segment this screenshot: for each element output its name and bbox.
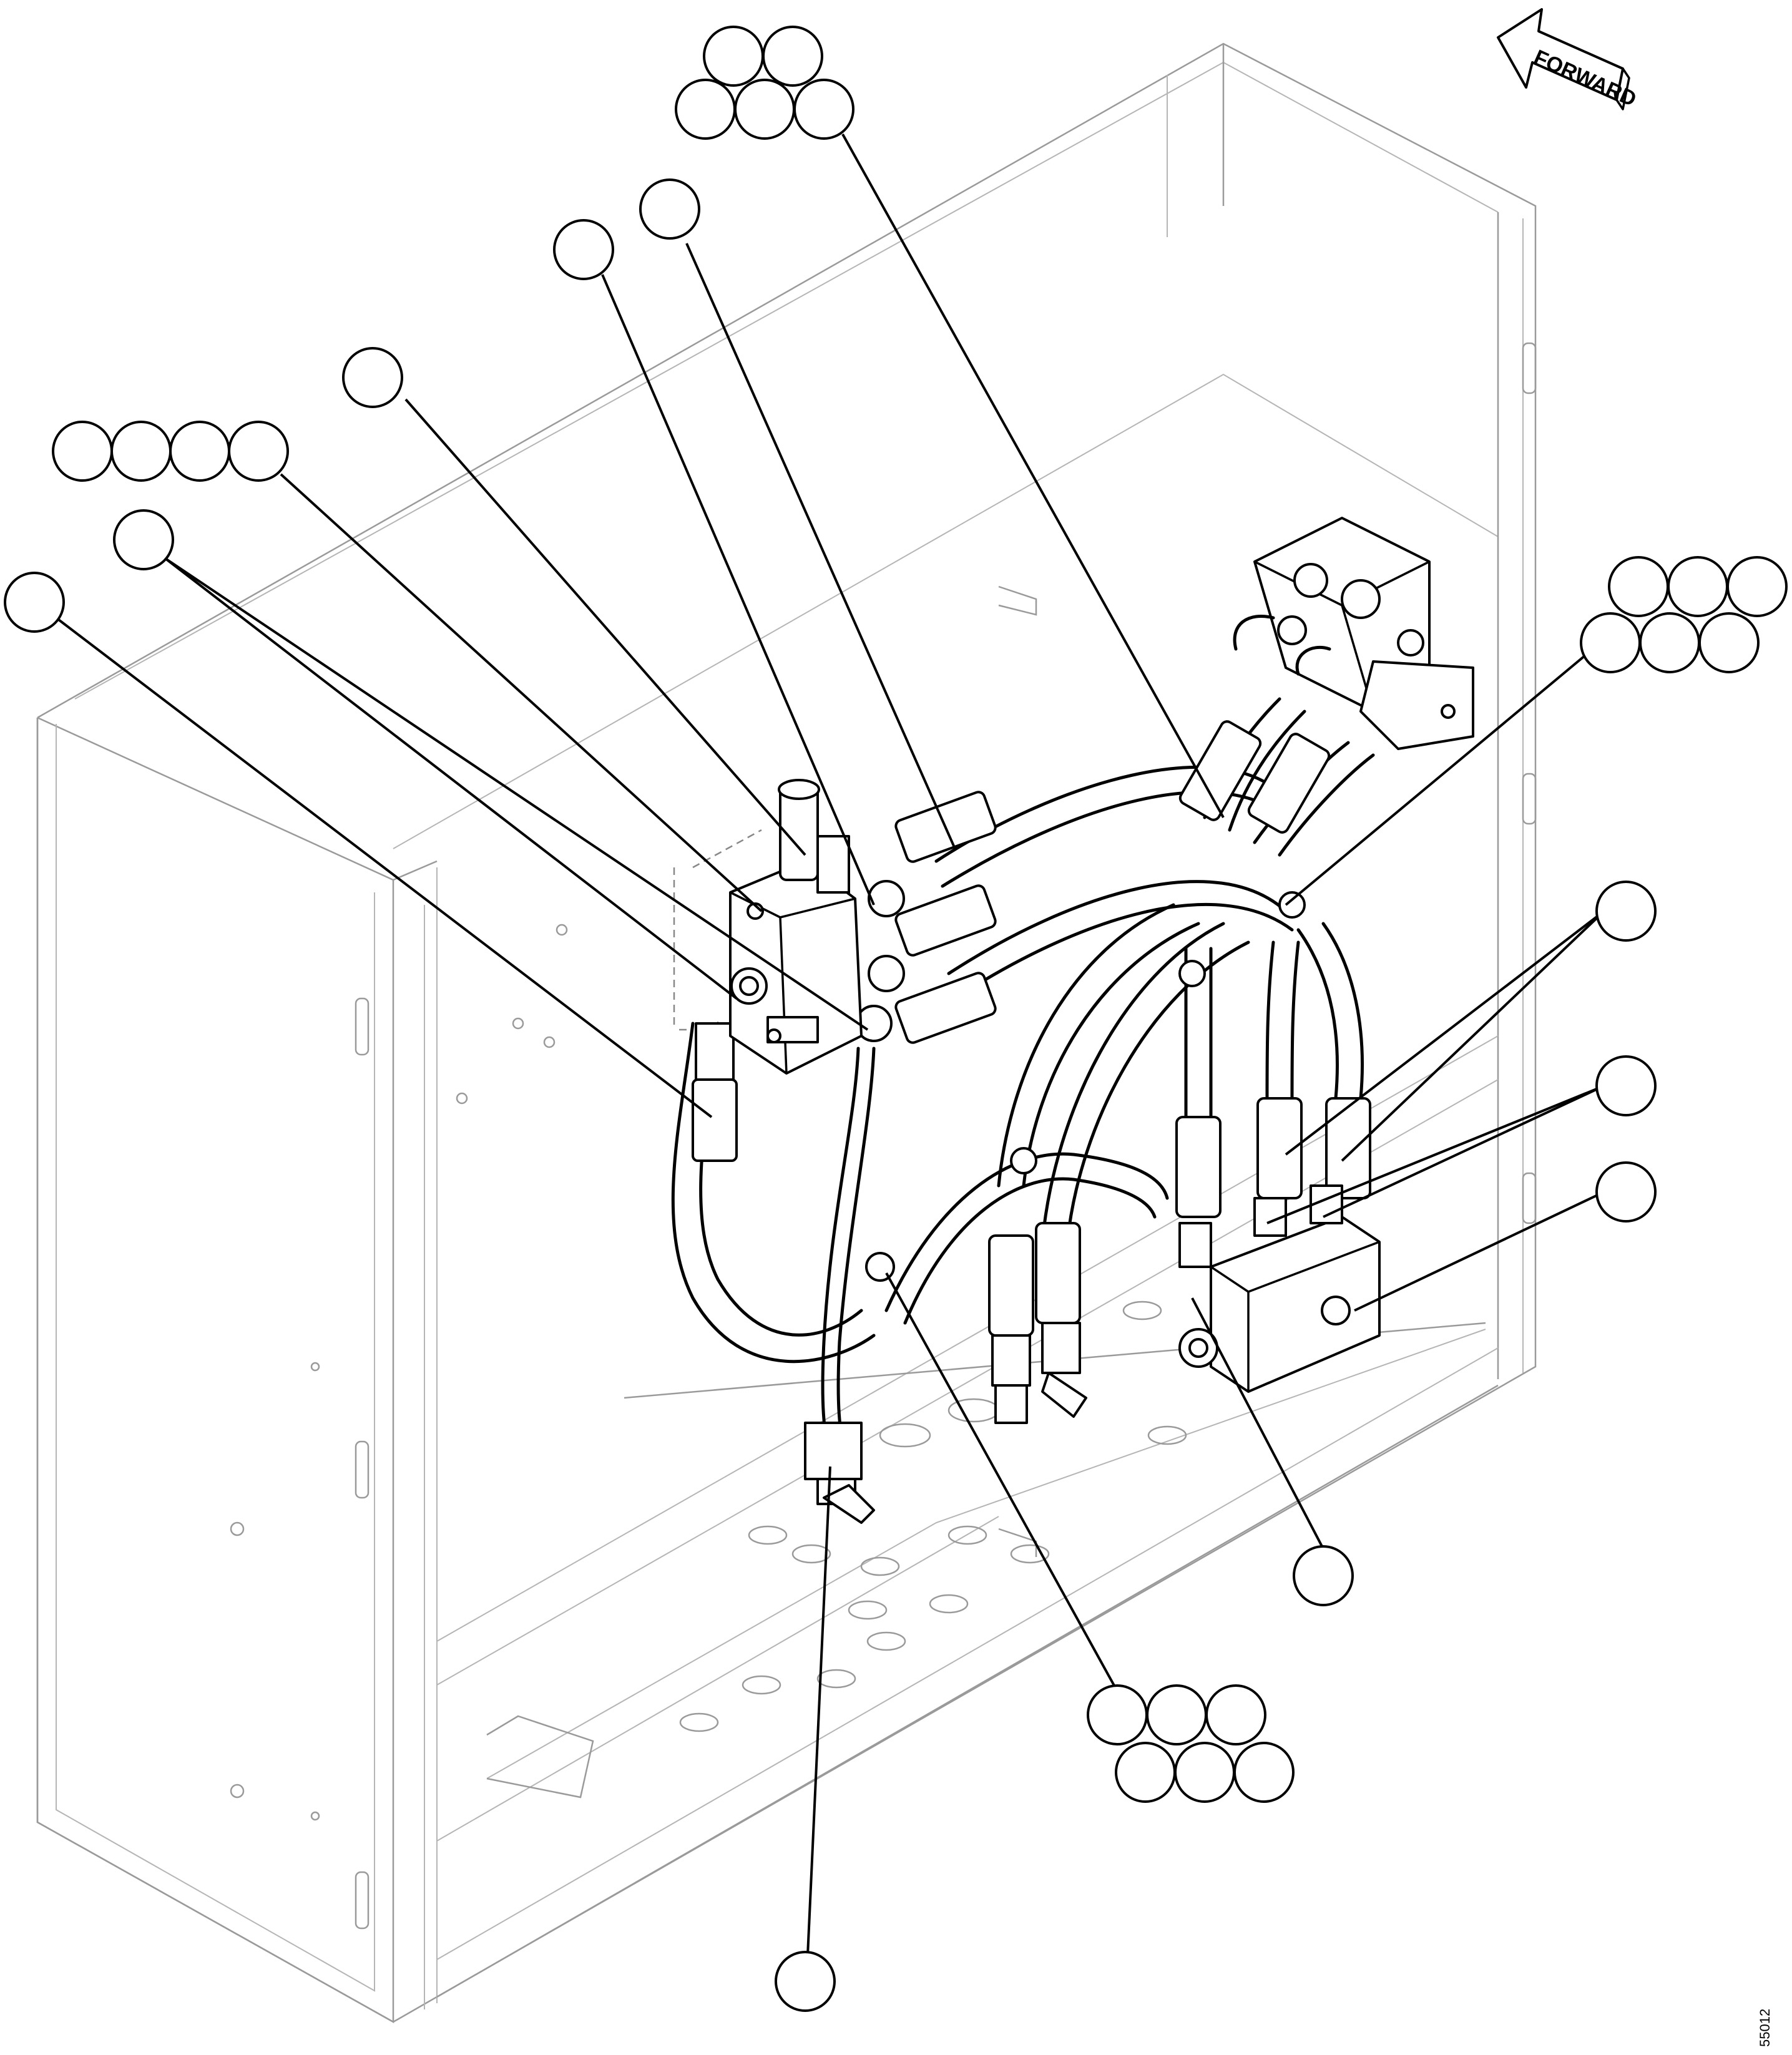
callout-balloon	[113, 509, 174, 570]
callout-balloon	[675, 79, 736, 140]
callout-balloon	[169, 421, 230, 482]
callout-balloon	[639, 178, 700, 240]
callout-balloon	[734, 79, 795, 140]
callout-group-single-e	[4, 572, 65, 633]
callout-balloon	[1115, 1742, 1176, 1803]
callout-balloon	[1205, 1684, 1266, 1745]
callout-balloon	[775, 1951, 836, 2012]
callout-balloon	[793, 79, 854, 140]
callout-balloon	[762, 26, 823, 87]
callout-balloon	[52, 421, 113, 482]
callout-balloon	[1233, 1742, 1295, 1803]
callout-group-bottom-seven	[1087, 1684, 1295, 1803]
callout-group-right-six	[1580, 556, 1788, 673]
hydraulic-hoses	[671, 697, 1375, 1524]
upper-manifold-block	[1233, 517, 1474, 750]
callout-group-four-row	[52, 421, 289, 482]
callout-balloon	[1174, 1742, 1235, 1803]
callout-balloon	[110, 421, 172, 482]
callout-group-top-five	[675, 26, 854, 140]
callout-balloon	[1293, 1545, 1354, 1606]
callout-balloon	[1639, 612, 1700, 673]
callout-balloon	[1667, 556, 1728, 617]
callout-balloon	[342, 347, 403, 408]
callout-balloon	[703, 26, 764, 87]
callout-group-right-single-2	[1595, 1055, 1657, 1116]
callout-balloon	[1580, 612, 1641, 673]
callout-group-right-single-3	[1595, 1161, 1657, 1223]
callout-group-single-a	[639, 178, 700, 240]
callout-balloon	[1595, 1055, 1657, 1116]
callout-balloon	[1595, 881, 1657, 942]
callout-balloon	[4, 572, 65, 633]
callout-balloon	[1146, 1684, 1207, 1745]
drawing-number: 55012	[1757, 2009, 1773, 2047]
callout-group-bottom-single	[775, 1951, 836, 2012]
leader-lines	[55, 134, 1605, 2010]
lower-manifold-block	[1178, 1184, 1381, 1393]
callout-balloon	[1698, 612, 1760, 673]
callout-group-single-d	[113, 509, 174, 570]
callout-balloon	[1087, 1684, 1148, 1745]
hose-fittings	[855, 720, 1371, 1424]
callout-balloon	[228, 421, 289, 482]
forward-direction-arrow: FORWARD	[1497, 8, 1640, 111]
callout-balloon	[1726, 556, 1788, 617]
callout-group-right-single-1	[1595, 881, 1657, 942]
callout-group-single-b	[553, 219, 614, 280]
callout-balloon	[553, 219, 614, 280]
callout-balloon	[1595, 1161, 1657, 1223]
control-valve-block	[729, 779, 863, 1075]
callout-group-single-c	[342, 347, 403, 408]
callout-group-lower-right-single	[1293, 1545, 1354, 1606]
callout-balloon	[1608, 556, 1669, 617]
